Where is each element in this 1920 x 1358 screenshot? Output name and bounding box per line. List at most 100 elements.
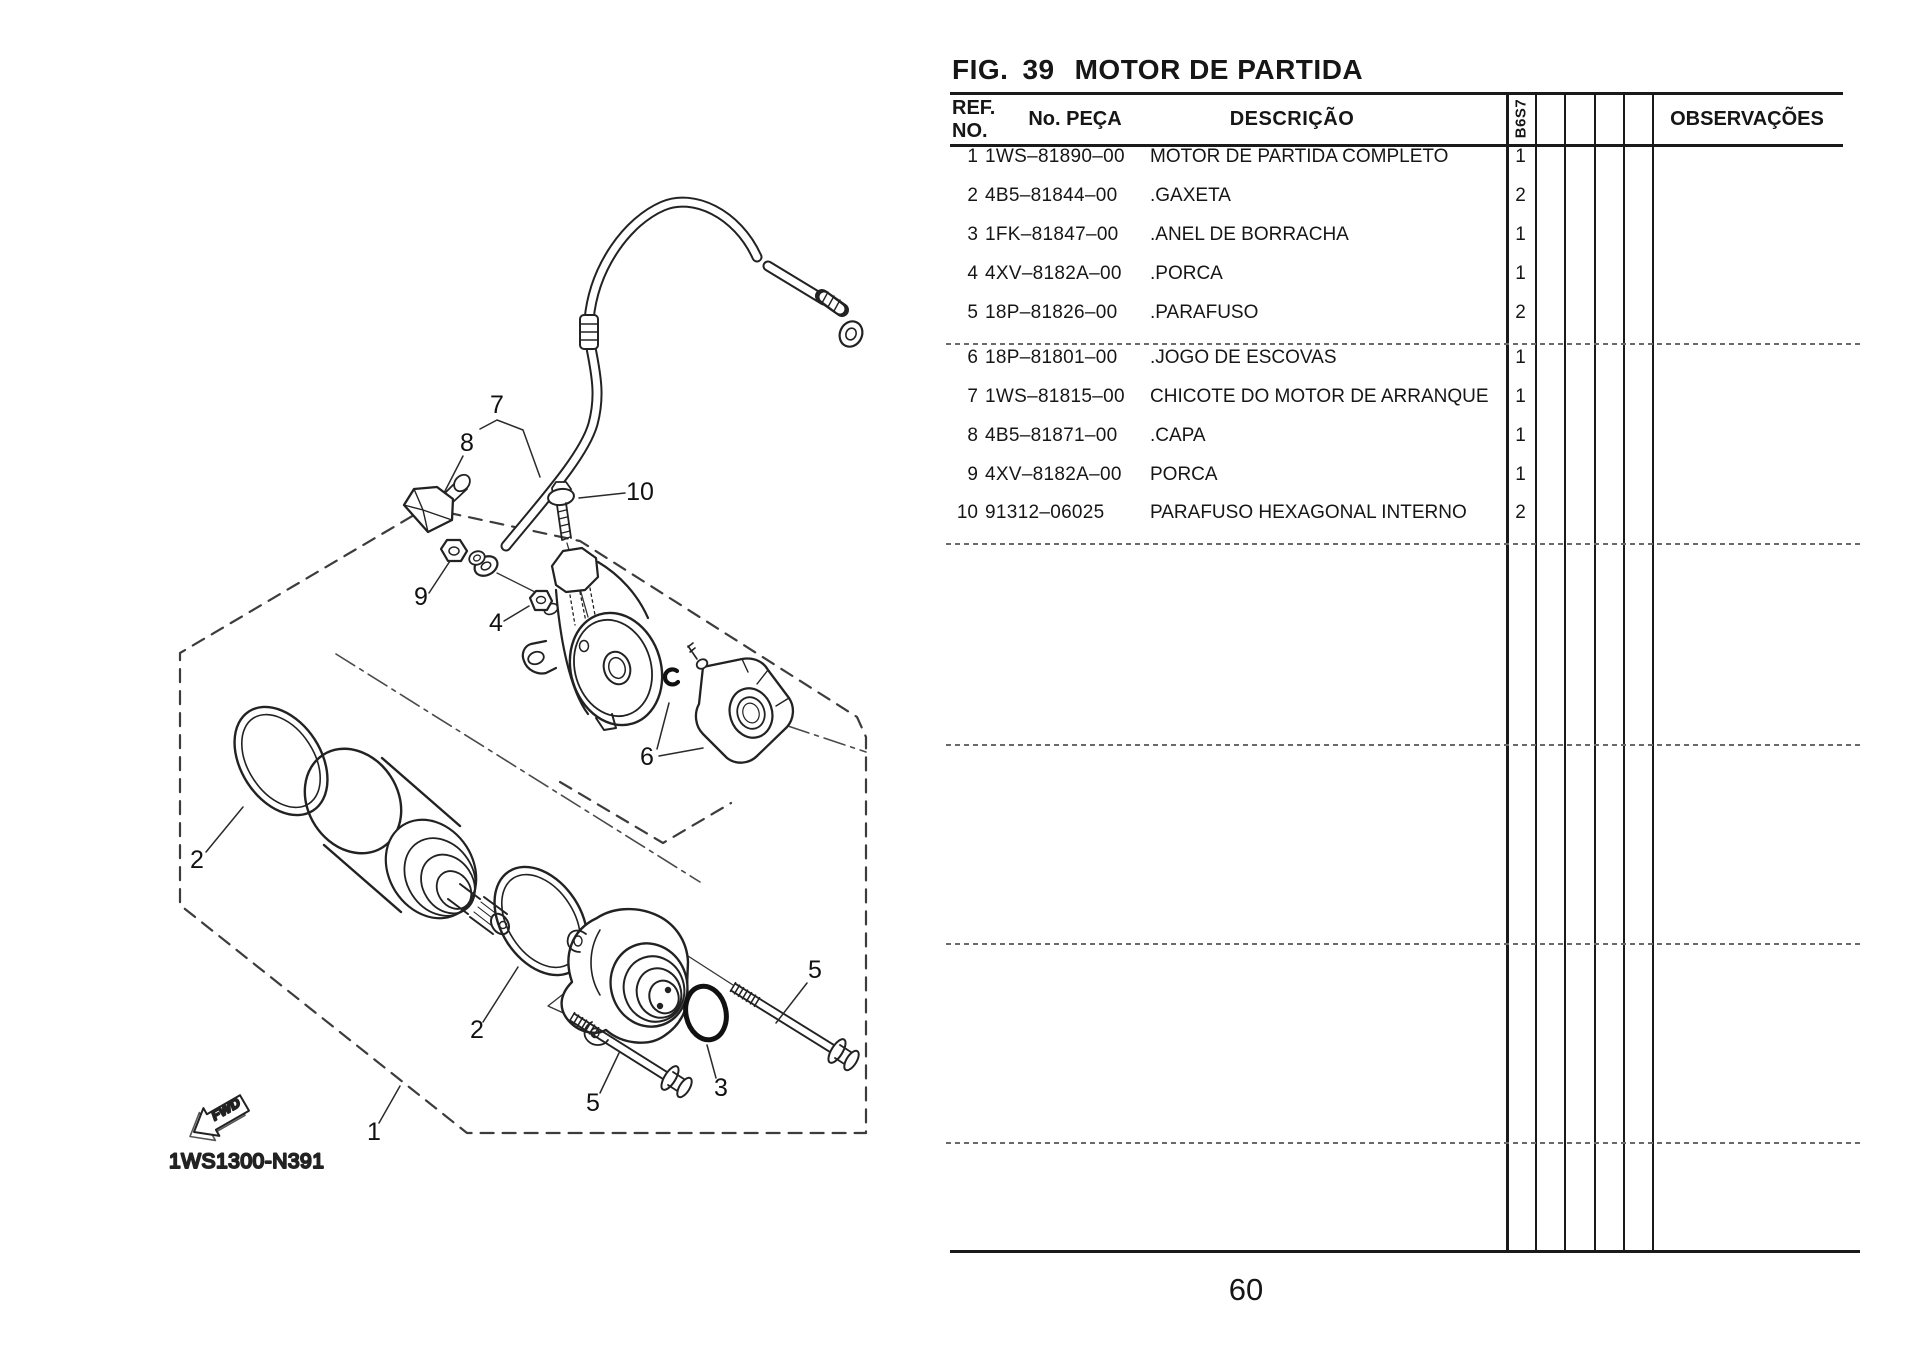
header-description: DESCRIÇÃO [1229, 108, 1355, 130]
brush-screw [687, 642, 709, 670]
brush-holder [687, 642, 795, 764]
ref-cell: 4 [967, 263, 978, 284]
table-row: 1 1WS–81890–00 MOTOR DE PARTIDA COMPLETO… [950, 142, 1690, 172]
part-number-cell: 91312–06025 [985, 502, 1105, 523]
cable-boot [579, 314, 599, 350]
header-ref-line2: NO. [952, 120, 988, 142]
quantity-cell: 2 [1515, 502, 1526, 523]
callout-3: 3 [714, 1074, 728, 1102]
ref-cell: 2 [967, 185, 978, 206]
table-border-bottom [950, 1250, 1860, 1253]
table-row: 9 4XV–8182A–00 PORCA 1 [950, 460, 1690, 490]
cable-eyelet-terminal [838, 320, 864, 348]
page-number: 60 [1228, 1272, 1264, 1307]
figure-name: MOTOR DE PARTIDA [1074, 54, 1364, 85]
table-row: 2 4B5–81844–00 .GAXETA 2 [950, 181, 1690, 211]
section-separator [946, 543, 1860, 545]
description-cell: .GAXETA [1150, 185, 1231, 206]
ref-cell: 10 [956, 502, 978, 523]
callout-1: 1 [367, 1118, 381, 1146]
callout-5-right: 5 [808, 956, 822, 984]
nut-washer-9 [439, 538, 486, 566]
table-row: 5 18P–81826–00 .PARAFUSO 2 [950, 298, 1690, 328]
figure-label: FIG. [952, 54, 1009, 85]
part-number-cell: 1FK–81847–00 [985, 224, 1119, 245]
description-cell: .PORCA [1150, 263, 1223, 284]
ref-cell: 7 [967, 386, 978, 407]
description-cell: .CAPA [1150, 425, 1206, 446]
part-number-cell: 4XV–8182A–00 [985, 263, 1122, 284]
table-row: 8 4B5–81871–00 .CAPA 1 [950, 421, 1690, 451]
quantity-cell: 1 [1515, 224, 1526, 245]
part-number-cell: 1WS–81890–00 [985, 146, 1125, 167]
table-vline [1506, 92, 1509, 1252]
bolt-5-left [568, 1011, 693, 1099]
callout-2-lower: 2 [470, 1016, 484, 1044]
section-separator [946, 1142, 1860, 1144]
description-cell: .JOGO DE ESCOVAS [1150, 347, 1337, 368]
quantity-cell: 2 [1515, 185, 1526, 206]
quantity-cell: 1 [1515, 347, 1526, 368]
table-vline [1535, 92, 1537, 1252]
table-vline [1564, 92, 1566, 1252]
quantity-cell: 2 [1515, 302, 1526, 323]
callout-5-left: 5 [586, 1089, 600, 1117]
table-row: 7 1WS–81815–00 CHICOTE DO MOTOR DE ARRAN… [950, 382, 1690, 412]
callout-numbers: 1 2 2 3 4 5 5 6 7 8 9 10 [190, 391, 822, 1146]
part-number-cell: 4B5–81844–00 [985, 185, 1118, 206]
o-ring-large-1 [233, 705, 329, 817]
quantity-cell: 1 [1515, 263, 1526, 284]
part-number-cell: 18P–81801–00 [985, 347, 1118, 368]
nut-4 [528, 589, 559, 616]
section-separator [946, 343, 1860, 345]
callout-4: 4 [489, 609, 503, 637]
callout-leaders [205, 419, 808, 1124]
armature [303, 747, 510, 936]
part-number-cell: 18P–81826–00 [985, 302, 1118, 323]
part-number-cell: 1WS–81815–00 [985, 386, 1125, 407]
cable-crimp [815, 289, 849, 317]
ref-cell: 5 [967, 302, 978, 323]
header-part-no: No. PEÇA [1028, 108, 1122, 130]
part-number-cell: 4B5–81871–00 [985, 425, 1118, 446]
bolt-5-right [729, 981, 860, 1072]
callout-9: 9 [414, 583, 428, 611]
rear-bracket [521, 546, 664, 731]
section-separator [946, 744, 1860, 746]
callout-7: 7 [490, 391, 504, 419]
terminal-cap [402, 473, 471, 534]
table-vline [1623, 92, 1625, 1252]
description-cell: MOTOR DE PARTIDA COMPLETO [1150, 146, 1449, 167]
description-cell: PARAFUSO HEXAGONAL INTERNO [1150, 502, 1467, 523]
bolt-10 [547, 481, 575, 541]
o-ring-small [683, 983, 729, 1043]
table-row: 4 4XV–8182A–00 .PORCA 1 [950, 259, 1690, 289]
center-axis-lines [335, 653, 867, 883]
cover-ear-top [566, 929, 587, 953]
section-separator [946, 943, 1860, 945]
front-cover [560, 907, 690, 1046]
assembly-boundary [178, 506, 868, 1135]
model-code-vertical-label: B6S7 [1512, 98, 1529, 138]
quantity-cell: 1 [1515, 386, 1526, 407]
c-clip [662, 667, 681, 687]
callout-10: 10 [626, 478, 654, 506]
quantity-cell: 1 [1515, 464, 1526, 485]
fwd-arrow-icon: FWD [189, 1094, 250, 1142]
callout-2-upper: 2 [190, 846, 204, 874]
ref-cell: 8 [967, 425, 978, 446]
table-header-border [950, 144, 1843, 147]
header-ref-no: REF. NO. [952, 97, 995, 143]
ref-cell: 6 [967, 347, 978, 368]
table-row: 3 1FK–81847–00 .ANEL DE BORRACHA 1 [950, 220, 1690, 250]
table-row: 10 91312–06025 PARAFUSO HEXAGONAL INTERN… [950, 498, 1690, 528]
starter-cable [473, 196, 864, 577]
table-row: 6 18P–81801–00 .JOGO DE ESCOVAS 1 [950, 343, 1690, 373]
table-border-top [950, 92, 1843, 95]
header-observations: OBSERVAÇÕES [1670, 108, 1824, 130]
diagram-code-label: 1WS1300-N391 [169, 1150, 324, 1173]
callout-6: 6 [640, 743, 654, 771]
header-model-code: B6S7 [1506, 92, 1535, 144]
figure-number: 39 [1022, 54, 1055, 85]
